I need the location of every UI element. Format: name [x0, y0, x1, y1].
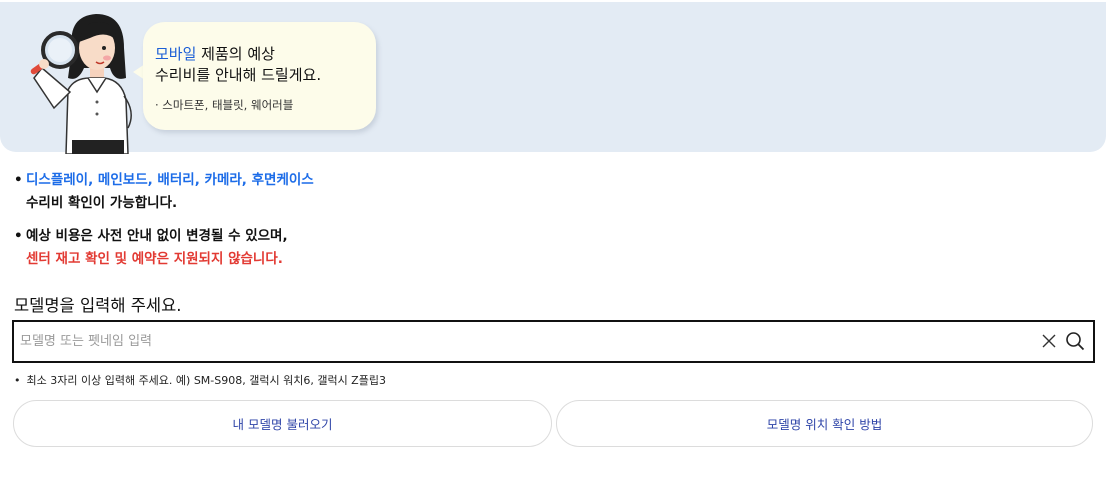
banner-headline-rest: 제품의 예상 — [196, 45, 275, 63]
model-input-title: 모델명을 입력해 주세요. — [14, 296, 182, 315]
banner-headline-accent: 모바일 — [155, 45, 197, 63]
search-icon[interactable] — [1065, 331, 1085, 351]
notice-no-reservation-text: 센터 재고 확인 및 예약은 지원되지 않습니다. — [26, 251, 283, 267]
input-hint: • 최소 3자리 이상 입력해 주세요. 예) SM-S908, 갤럭시 워치6,… — [14, 372, 386, 388]
bullet: • — [14, 172, 23, 188]
notice-item-cost-change: • 예상 비용은 사전 안내 없이 변경될 수 있으며, 센터 재고 확인 및 … — [14, 225, 314, 271]
close-icon[interactable] — [1041, 333, 1057, 349]
model-location-guide-button[interactable]: 모델명 위치 확인 방법 — [556, 400, 1093, 447]
notice-cost-change-text: 예상 비용은 사전 안내 없이 변경될 수 있으며, — [26, 228, 288, 244]
woman-with-magnifier-illustration — [30, 14, 132, 154]
load-my-model-label: 내 모델명 불러오기 — [232, 417, 333, 432]
notice-repair-parts-text: 수리비 확인이 가능합니다. — [26, 195, 178, 211]
banner-headline: 모바일 제품의 예상 — [155, 44, 275, 64]
model-search-input[interactable] — [20, 322, 1020, 361]
banner-subtext: · 스마트폰, 태블릿, 웨어러블 — [155, 98, 294, 112]
bullet: • — [14, 228, 23, 244]
model-search-box — [12, 320, 1095, 363]
bullet: • — [14, 374, 21, 387]
load-my-model-button[interactable]: 내 모델명 불러오기 — [13, 400, 552, 447]
speech-bubble-tail — [133, 64, 145, 80]
notice-item-repair-parts: • 디스플레이, 메인보드, 배터리, 카메라, 후면케이스 수리비 확인이 가… — [14, 169, 314, 215]
speech-bubble: 모바일 제품의 예상 수리비를 안내해 드릴게요. · 스마트폰, 태블릿, 웨… — [143, 22, 376, 130]
notice-list: • 디스플레이, 메인보드, 배터리, 카메라, 후면케이스 수리비 확인이 가… — [14, 169, 314, 271]
repair-cost-banner: 모바일 제품의 예상 수리비를 안내해 드릴게요. · 스마트폰, 태블릿, 웨… — [0, 2, 1106, 154]
model-location-guide-label: 모델명 위치 확인 방법 — [766, 417, 883, 432]
banner-headline-line2: 수리비를 안내해 드릴게요. — [155, 66, 322, 84]
input-hint-text: 최소 3자리 이상 입력해 주세요. 예) SM-S908, 갤럭시 워치6, … — [26, 374, 386, 387]
notice-repair-parts-list: 디스플레이, 메인보드, 배터리, 카메라, 후면케이스 — [26, 172, 314, 188]
